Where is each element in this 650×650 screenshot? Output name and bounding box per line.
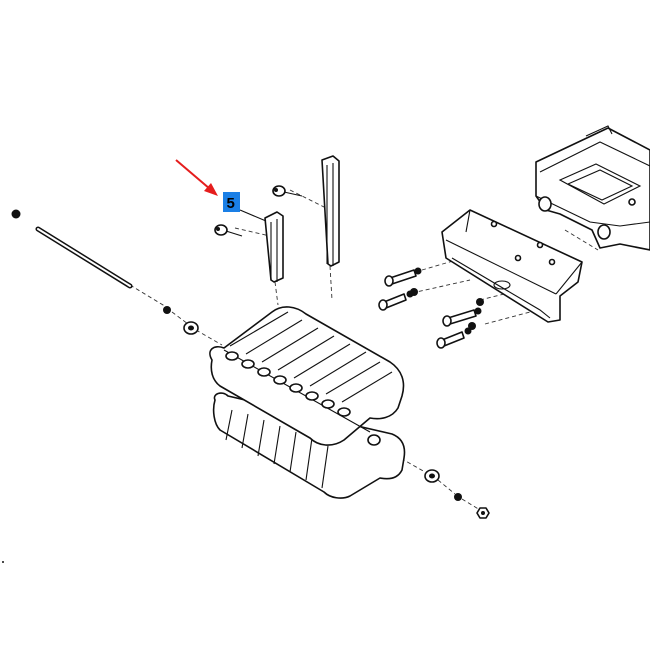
weight-mount-hole bbox=[367, 434, 381, 446]
bolt-1 bbox=[384, 267, 422, 287]
clip-pin-lower bbox=[214, 224, 243, 237]
nut-cluster bbox=[410, 288, 484, 330]
bolt-3 bbox=[442, 307, 482, 327]
lower-slot-lines bbox=[225, 409, 329, 489]
hitch-pin-long bbox=[321, 155, 340, 267]
bolt-4 bbox=[436, 327, 472, 349]
frame-mount-hole-right bbox=[597, 224, 611, 240]
bolt-2 bbox=[378, 290, 414, 311]
lock-nut-right bbox=[454, 493, 462, 501]
tie-rod bbox=[35, 226, 133, 289]
washer-right bbox=[424, 469, 440, 483]
lock-nut-left bbox=[163, 306, 171, 314]
callout-5: 5 bbox=[223, 192, 267, 222]
assembly-lines bbox=[129, 189, 599, 511]
frame-mount-hole-left bbox=[538, 196, 552, 212]
hitch-pin-short bbox=[264, 211, 284, 283]
tractor-frame bbox=[535, 125, 650, 251]
rod-end-nut bbox=[11, 209, 21, 219]
washer-left bbox=[183, 321, 199, 335]
upper-slot-lines bbox=[229, 311, 393, 403]
callout-number: 5 bbox=[227, 195, 235, 212]
stray-dot bbox=[2, 561, 4, 563]
clip-pin-upper bbox=[272, 185, 303, 197]
upper-finger-notches bbox=[225, 351, 351, 417]
weight-bracket bbox=[441, 209, 583, 323]
callout-box bbox=[223, 192, 240, 212]
pointer-arrow bbox=[175, 159, 218, 196]
hex-nut-right bbox=[476, 507, 490, 519]
weight-stack-lower bbox=[212, 392, 406, 499]
weight-stack-upper bbox=[209, 306, 405, 446]
